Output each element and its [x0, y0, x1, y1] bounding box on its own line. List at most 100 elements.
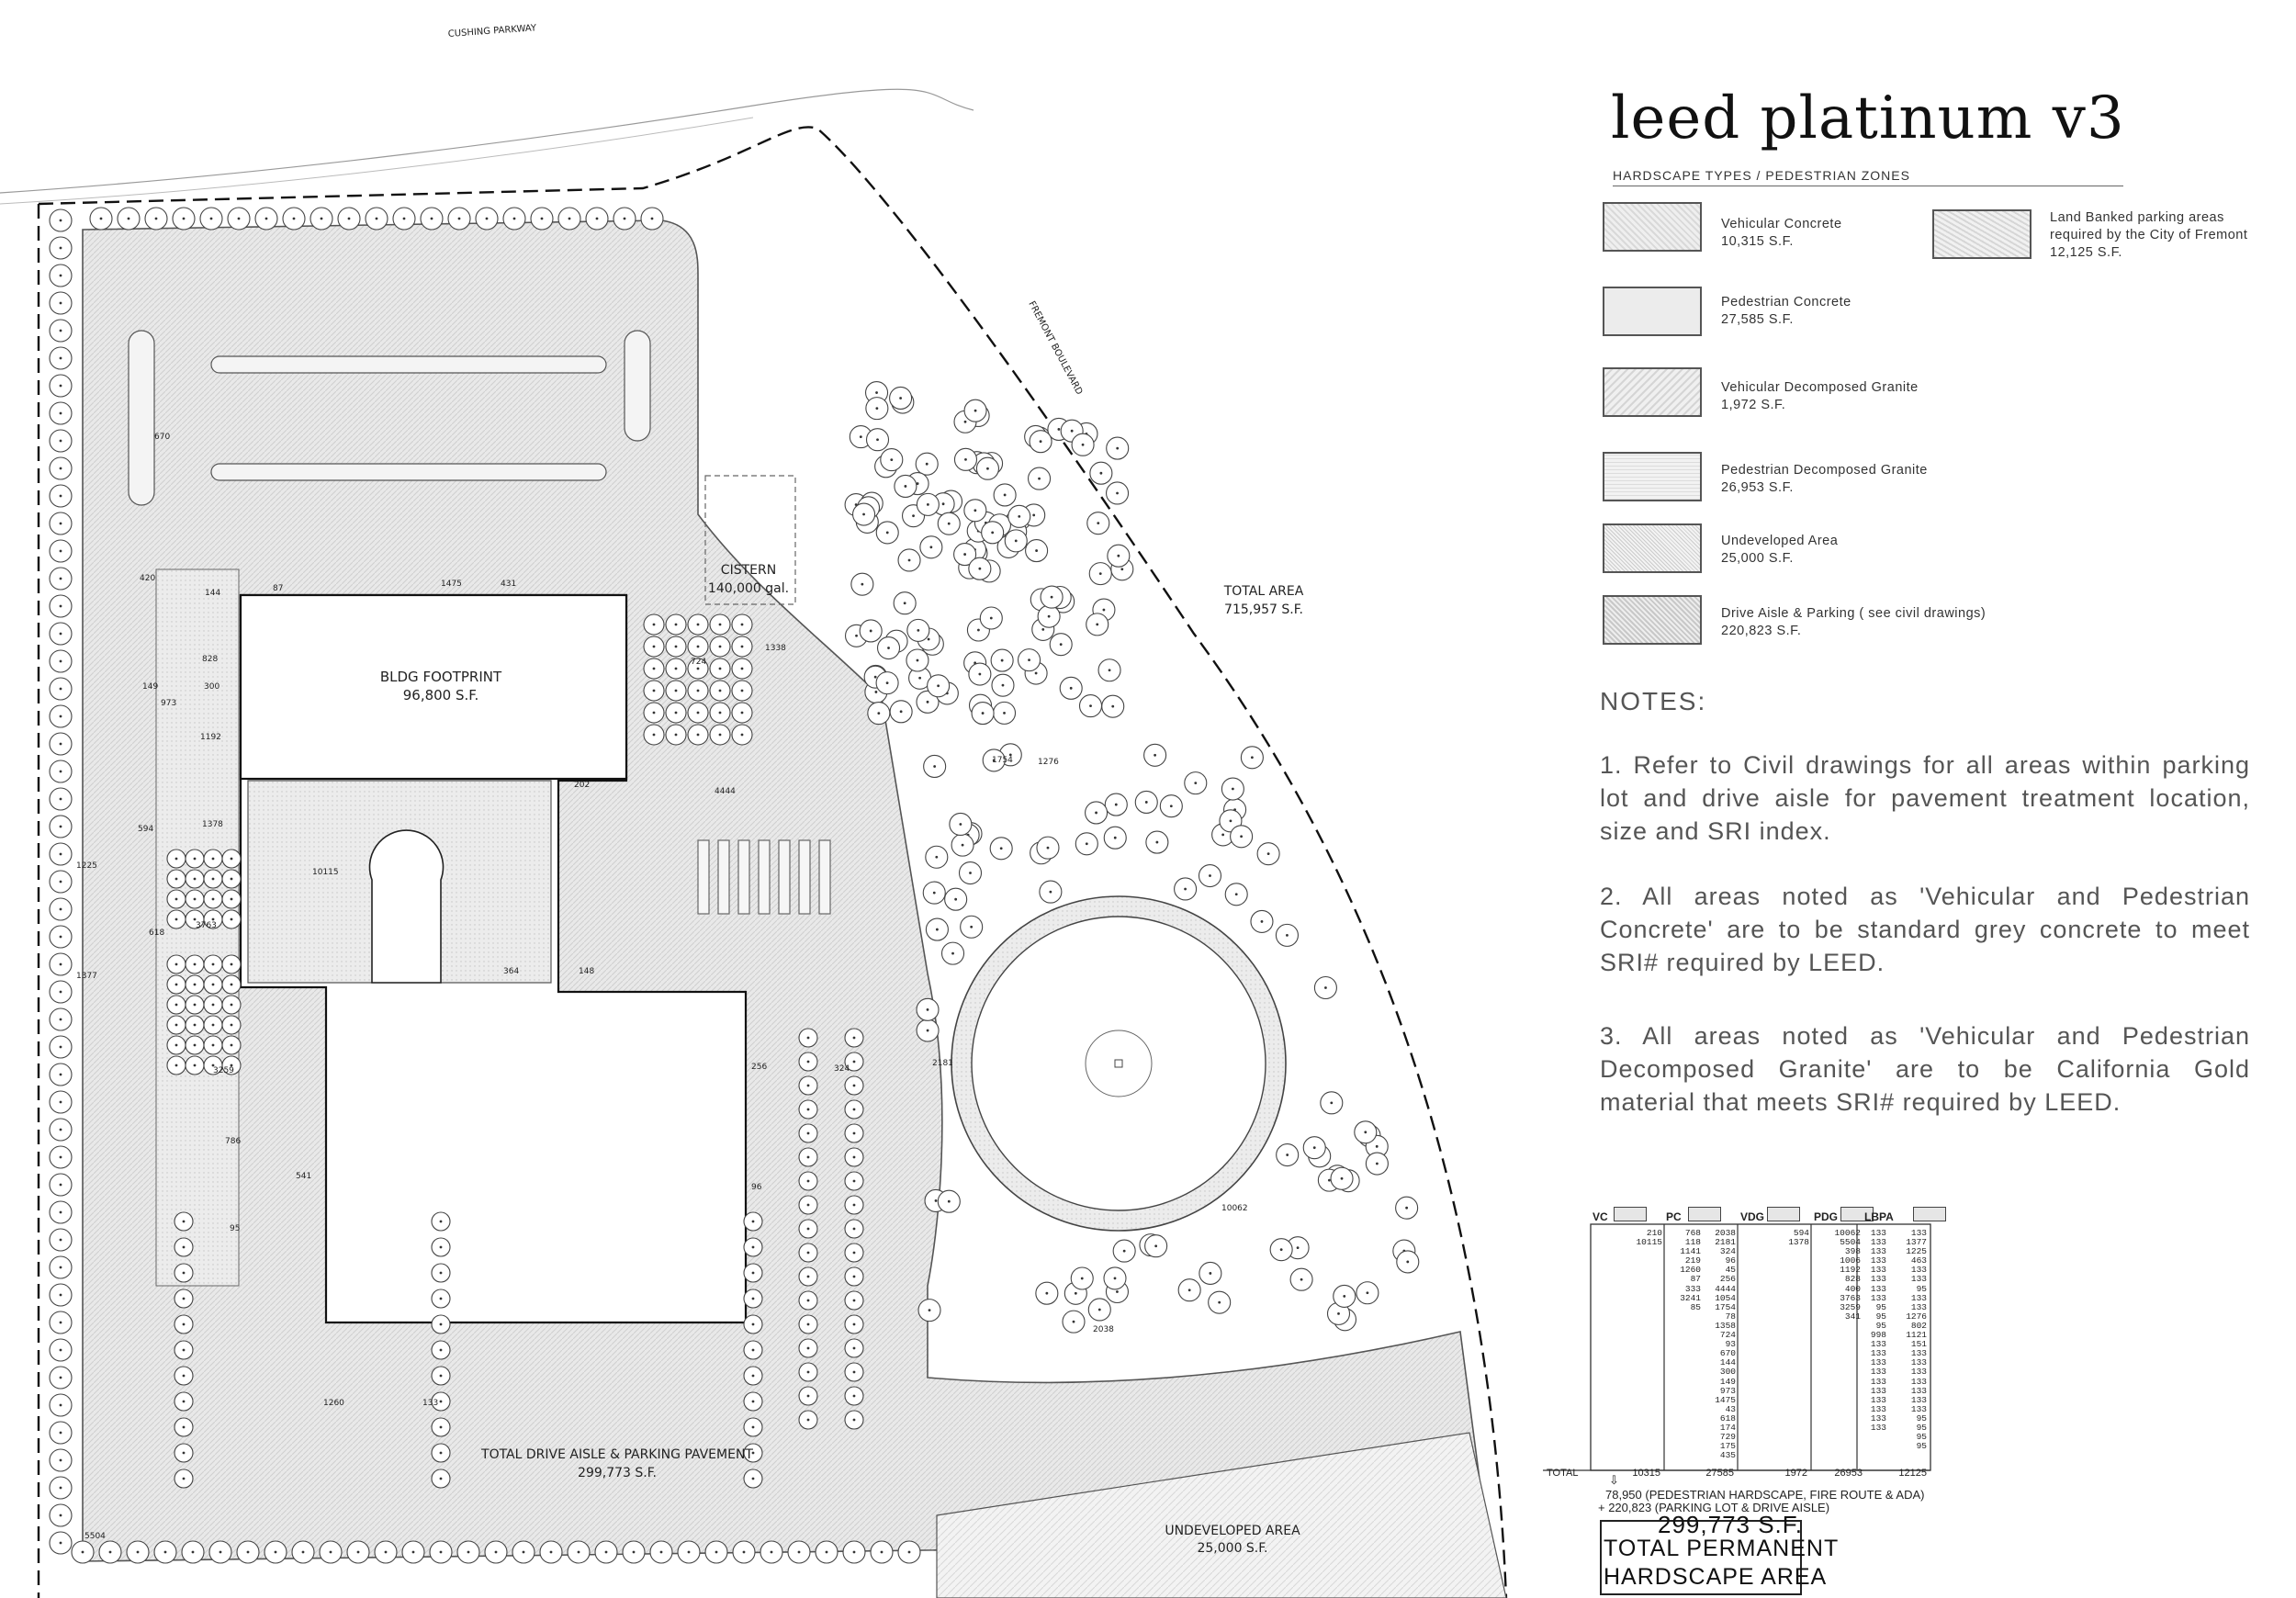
- tree-icon: [709, 658, 731, 680]
- tree-icon: [172, 207, 196, 231]
- tree-icon: [798, 1362, 818, 1382]
- tree-icon: [798, 1028, 818, 1048]
- tree-icon: [731, 680, 753, 702]
- tree-icon: [49, 1228, 73, 1252]
- tree-icon: [174, 1417, 194, 1437]
- area-number-label: 973: [161, 699, 176, 708]
- tree-icon: [798, 1266, 818, 1287]
- tree-icon: [917, 1299, 941, 1322]
- tree-icon: [431, 1237, 451, 1257]
- tree-icon: [937, 512, 961, 535]
- table-col-pc-b: 2038 2181 324 96 45 256 4444 1054 1754 7…: [1715, 1228, 1736, 1461]
- tree-icon: [968, 557, 992, 580]
- swatch-land-banked: [1932, 209, 2032, 259]
- tree-icon: [1330, 1166, 1354, 1190]
- tree-icon: [643, 702, 665, 724]
- tree-icon: [1112, 1239, 1136, 1263]
- tree-icon: [49, 1173, 73, 1197]
- tree-icon: [174, 1263, 194, 1283]
- tree-icon: [221, 889, 242, 909]
- tree-icon: [743, 1314, 763, 1334]
- tree-icon: [49, 484, 73, 508]
- tree-icon: [1365, 1152, 1389, 1176]
- tree-icon: [743, 1289, 763, 1309]
- tree-icon: [49, 1035, 73, 1059]
- tree-icon: [798, 1243, 818, 1263]
- tree-icon: [1269, 1238, 1293, 1262]
- tree-icon: [982, 748, 1006, 772]
- tree-icon: [1101, 694, 1125, 718]
- tree-icon: [49, 815, 73, 838]
- area-number-label: 786: [225, 1137, 241, 1146]
- tree-icon: [815, 1540, 838, 1564]
- swatch-undeveloped: [1603, 523, 1702, 573]
- tree-icon: [981, 521, 1005, 545]
- swatch-pedestrian-concrete: [1603, 287, 1702, 336]
- tree-icon: [1017, 648, 1041, 672]
- table-col-lbpa-b: 133 1377 1225 463 133 133 95 133 133 127…: [1906, 1228, 1927, 1452]
- tree-icon: [915, 452, 939, 476]
- tree-icon: [1224, 883, 1248, 906]
- tree-icon: [1075, 832, 1098, 856]
- tree-icon: [992, 701, 1017, 725]
- swatch-vehicular-concrete: [1603, 202, 1702, 252]
- note-3: 3. All areas noted as 'Vehicular and Ped…: [1600, 1022, 2250, 1116]
- tree-icon: [49, 1531, 73, 1555]
- road-edge-north: [0, 88, 974, 194]
- tree-icon: [431, 1417, 451, 1437]
- tree-icon: [844, 1314, 864, 1334]
- area-number-label: 95: [230, 1224, 240, 1233]
- tree-icon: [844, 1290, 864, 1311]
- tree-icon: [49, 429, 73, 453]
- tree-icon: [643, 680, 665, 702]
- tree-icon: [1289, 1267, 1313, 1291]
- tree-icon: [906, 648, 929, 672]
- tree-icon: [922, 881, 946, 905]
- tree-icon: [989, 837, 1013, 861]
- tree-icon: [643, 613, 665, 636]
- area-number-label: 2038: [1093, 1325, 1114, 1334]
- tree-icon: [49, 952, 73, 976]
- area-number-label: 1225: [76, 861, 97, 871]
- legend-item-name: Undeveloped Area: [1721, 534, 1839, 548]
- tree-icon: [49, 594, 73, 618]
- tree-icon: [844, 1075, 864, 1096]
- tree-icon: [431, 1366, 451, 1386]
- tree-icon: [960, 915, 984, 939]
- tree-icon: [181, 1540, 205, 1564]
- tree-icon: [166, 1055, 186, 1075]
- table-total-lbpa: 12125: [1898, 1468, 1927, 1479]
- tree-icon: [203, 974, 223, 995]
- tree-icon: [859, 619, 883, 643]
- tree-icon: [174, 1289, 194, 1309]
- tree-icon: [798, 1290, 818, 1311]
- table-header-vdg: VDG: [1740, 1210, 1765, 1223]
- table-col-pdg: 10062 5504 398 1006 1192 828 400 3763 32…: [1834, 1228, 1861, 1322]
- tree-icon: [221, 1055, 242, 1075]
- tree-icon: [475, 207, 499, 231]
- tree-icon: [1025, 539, 1049, 563]
- tree-icon: [49, 319, 73, 343]
- area-number-label: 1192: [200, 733, 221, 742]
- tree-icon: [1177, 1278, 1201, 1302]
- tree-icon: [798, 1147, 818, 1167]
- tree-icon: [1143, 743, 1167, 767]
- table-header-pc: PC: [1666, 1210, 1682, 1223]
- tree-icon: [254, 207, 278, 231]
- area-number-label: 10062: [1221, 1204, 1248, 1213]
- area-number-label: 133: [422, 1399, 438, 1408]
- tree-icon: [174, 1211, 194, 1232]
- tree-icon: [1395, 1196, 1419, 1220]
- street-label-cushing: CUSHING PARKWAY: [447, 23, 537, 39]
- sum-arrow-icon: ⇩: [1609, 1473, 1619, 1487]
- note-1: 1. Refer to Civil drawings for all areas…: [1600, 751, 2250, 845]
- tree-icon: [512, 1540, 535, 1564]
- tree-icon: [49, 1421, 73, 1445]
- tree-icon: [709, 636, 731, 658]
- tree-icon: [185, 849, 205, 869]
- tree-icon: [643, 636, 665, 658]
- tree-icon: [221, 974, 242, 995]
- tree-icon: [916, 492, 940, 516]
- building-area: 96,800 S.F.: [403, 687, 479, 703]
